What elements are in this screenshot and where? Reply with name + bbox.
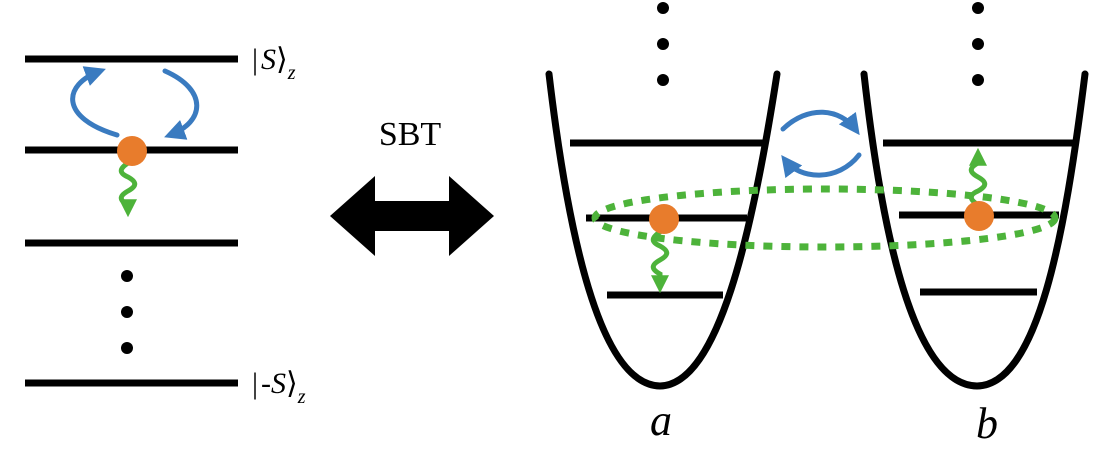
transition-arrow-up bbox=[70, 66, 120, 138]
well-b: b bbox=[860, 70, 1089, 448]
ellipsis-dot bbox=[972, 38, 984, 50]
ellipsis-dot bbox=[121, 270, 133, 282]
wavy-down-arrow-icon bbox=[118, 160, 138, 218]
tunneling-arrow-right bbox=[780, 109, 860, 136]
ellipsis-dot bbox=[657, 38, 669, 50]
well-b-label: b bbox=[976, 399, 998, 448]
particle bbox=[117, 136, 147, 166]
ellipsis-dot bbox=[972, 74, 984, 86]
double-headed-arrow-icon bbox=[330, 176, 494, 256]
sbt-mapping: SBT bbox=[330, 116, 494, 256]
particle-well-b bbox=[964, 201, 994, 231]
ellipsis-dot bbox=[657, 2, 669, 14]
ellipsis-dot bbox=[121, 342, 133, 354]
state-label-bottom: |-S⟩z bbox=[252, 367, 306, 408]
state-label-top: |S⟩z bbox=[252, 43, 296, 84]
ellipsis-dot bbox=[121, 306, 133, 318]
tunneling-arrow-left bbox=[781, 152, 862, 179]
sbt-label: SBT bbox=[379, 116, 442, 153]
well-a-potential bbox=[545, 70, 781, 390]
particle-well-a bbox=[649, 204, 679, 234]
ellipsis-dot bbox=[972, 2, 984, 14]
wavy-down-arrow-icon bbox=[650, 229, 670, 294]
curved-cycle-arrows-icon bbox=[780, 109, 862, 179]
entanglement-ellipse bbox=[591, 185, 1059, 251]
double-well: a b bbox=[545, 2, 1089, 448]
ellipsis-dot bbox=[657, 74, 669, 86]
well-a-label: a bbox=[650, 396, 672, 445]
curved-cycle-arrows-icon bbox=[70, 66, 200, 140]
wavy-up-arrow-icon bbox=[968, 147, 988, 208]
well-b-potential bbox=[860, 70, 1089, 390]
spin-ladder: |S⟩z |-S⟩z bbox=[25, 43, 306, 408]
transition-arrow-down bbox=[162, 68, 200, 140]
